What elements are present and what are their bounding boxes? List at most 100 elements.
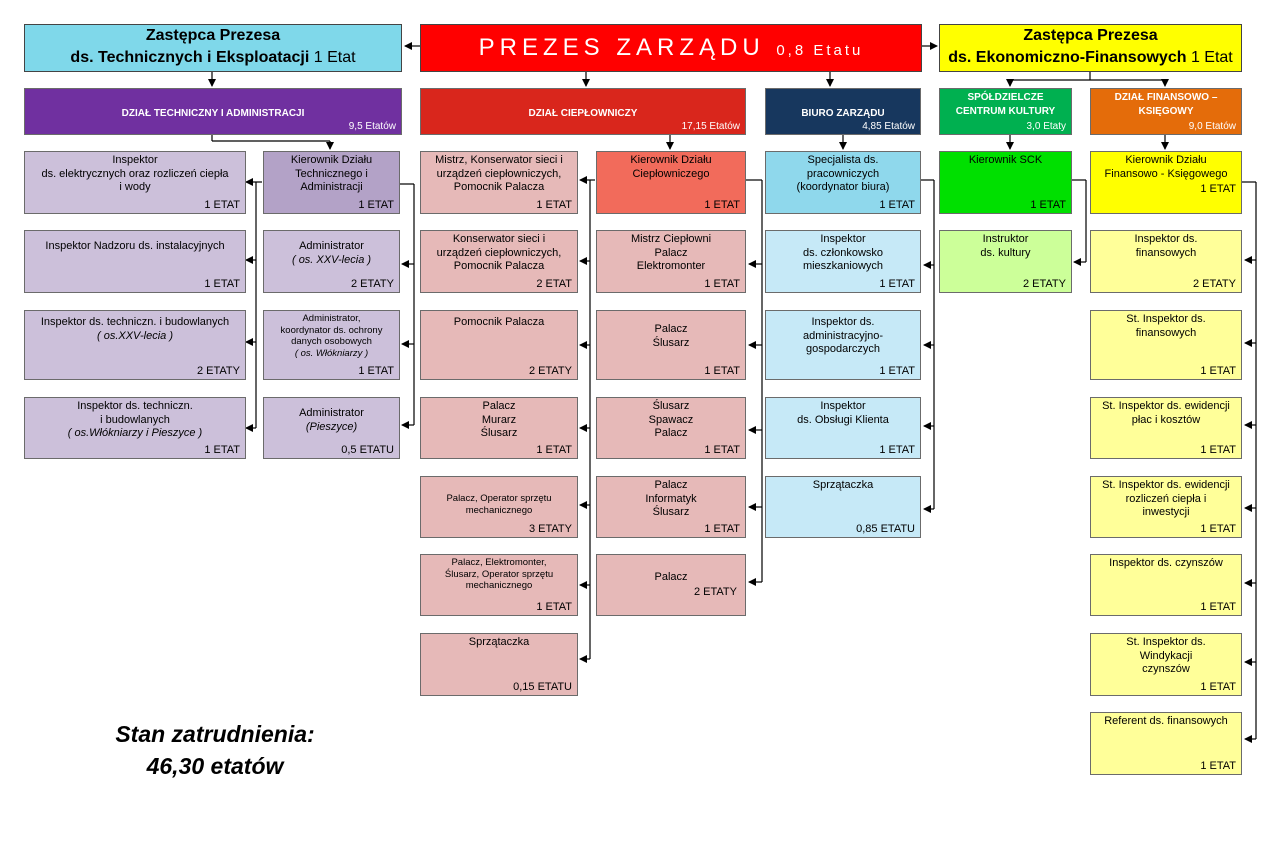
position-title: Sprzątaczka	[468, 636, 530, 648]
left-deputy-box: Zastępca Prezesa ds. Technicznych i Eksp…	[24, 24, 402, 72]
position-title: Instruktor ds. kultury	[980, 233, 1031, 259]
position-location: ( os. XXV-lecia )	[291, 253, 372, 266]
position-title: Palacz	[654, 571, 688, 583]
position-title: Administrator	[299, 240, 364, 252]
position-title: Palacz, Operator sprzętu mechanicznego	[446, 493, 552, 516]
staff-summary: Stan zatrudnienia: 46,30 etatów	[60, 718, 370, 782]
position-etat: 2 ETATY	[529, 364, 572, 377]
position-etat: 2 ETATY	[694, 585, 737, 598]
position-etat: 1 ETAT	[1200, 600, 1236, 613]
position-location: ( os.XXV-lecia )	[96, 329, 173, 342]
position-etat: 1 ETAT	[879, 364, 915, 377]
position-box: Kierownik Działu Technicznego i Administ…	[263, 151, 400, 214]
position-box: Palacz Ślusarz 1 ETAT	[596, 310, 746, 380]
position-box: Kierownik Działu Ciepłowniczego 1 ETAT	[596, 151, 746, 214]
sck-department-name: SPÓŁDZIELCZE CENTRUM KULTURY	[955, 92, 1056, 117]
position-title: Inspektor Nadzoru ds. instalacyjnych	[45, 240, 225, 252]
position-etat: 1 ETAT	[704, 443, 740, 456]
position-title: Inspektor ds. elektrycznych oraz rozlicz…	[41, 154, 229, 193]
position-title: Referent ds. finansowych	[1104, 715, 1228, 727]
position-box: Palacz, Elektromonter, Ślusarz, Operator…	[420, 554, 578, 616]
position-etat: 1 ETAT	[1200, 680, 1236, 693]
position-box: Administrator ( os. XXV-lecia ) 2 ETATY	[263, 230, 400, 293]
fin-department-name: DZIAŁ FINANSOWO – KSIĘGOWY	[1114, 92, 1218, 117]
position-etat: 1 ETAT	[204, 198, 240, 211]
position-etat: 1 ETAT	[536, 443, 572, 456]
position-title: Kierownik Działu Technicznego i Administ…	[290, 154, 373, 193]
position-etat: 1 ETAT	[358, 198, 394, 211]
position-box: Kierownik Działu Finansowo - Księgowego …	[1090, 151, 1242, 214]
position-etat: 1 ETAT	[536, 198, 572, 211]
tech-department-etat: 9,5 Etatów	[348, 120, 396, 132]
position-etat: 1 ETAT	[1200, 364, 1236, 377]
position-title: Specjalista ds. pracowniczych (koordynat…	[796, 154, 890, 193]
position-etat: 1 ETAT	[704, 522, 740, 535]
position-title: Mistrz, Konserwator sieci i urządzeń cie…	[435, 154, 563, 193]
summary-total: 46,30 etatów	[146, 753, 284, 779]
fin-department-header: DZIAŁ FINANSOWO – KSIĘGOWY 9,0 Etatów	[1090, 88, 1242, 135]
position-box: Pomocnik Palacza 2 ETATY	[420, 310, 578, 380]
fin-department-etat: 9,0 Etatów	[1188, 120, 1236, 132]
position-box: Inspektor Nadzoru ds. instalacyjnych 1 E…	[24, 230, 246, 293]
position-box: Palacz Informatyk Ślusarz 1 ETAT	[596, 476, 746, 538]
position-title: Inspektor ds. techniczn. i budowlanych	[40, 316, 230, 328]
position-box: Administrator (Pieszyce) 0,5 ETATU	[263, 397, 400, 459]
position-title: Administrator, koordynator ds. ochrony d…	[280, 313, 383, 347]
position-box: Inspektor ds. techniczn. i budowlanych (…	[24, 397, 246, 459]
position-etat: 2 ETAT	[536, 277, 572, 290]
position-title: Inspektor ds. finansowych	[1134, 233, 1198, 259]
left-deputy-line2: ds. Technicznych i Eksploatacji	[70, 49, 310, 66]
position-etat: 1 ETAT	[879, 198, 915, 211]
tech-department-name: DZIAŁ TECHNICZNY I ADMINISTRACJI	[121, 108, 305, 119]
position-box: Konserwator sieci i urządzeń ciepłownicz…	[420, 230, 578, 293]
position-title: Kierownik Działu Ciepłowniczego	[630, 154, 712, 180]
position-etat: 2 ETATY	[351, 277, 394, 290]
position-box: Inspektor ds. techniczn. i budowlanych (…	[24, 310, 246, 380]
right-deputy-line2: ds. Ekonomiczno-Finansowych	[948, 49, 1187, 66]
position-etat: 1 ETAT	[1200, 182, 1236, 195]
position-box: St. Inspektor ds. ewidencji rozliczeń ci…	[1090, 476, 1242, 538]
position-title: Inspektor ds. techniczn. i budowlanych	[77, 400, 193, 426]
position-box: Sprzątaczka 0,85 ETATU	[765, 476, 921, 538]
position-etat: 1 ETAT	[704, 364, 740, 377]
position-etat: 1 ETAT	[879, 277, 915, 290]
position-title: St. Inspektor ds. Windykacji czynszów	[1126, 636, 1206, 675]
position-title: Palacz Murarz Ślusarz	[480, 400, 518, 439]
position-etat: 2 ETATY	[197, 364, 240, 377]
position-etat: 0,15 ETATU	[513, 680, 572, 693]
position-box: Inspektor ds. elektrycznych oraz rozlicz…	[24, 151, 246, 214]
position-etat: 1 ETAT	[1200, 522, 1236, 535]
position-box: Mistrz Ciepłowni Palacz Elektromonter 1 …	[596, 230, 746, 293]
position-etat: 1 ETAT	[204, 277, 240, 290]
position-etat: 1 ETAT	[1030, 198, 1066, 211]
position-box: Inspektor ds. członkowsko mieszkaniowych…	[765, 230, 921, 293]
position-box: Palacz Murarz Ślusarz 1 ETAT	[420, 397, 578, 459]
position-box: St. Inspektor ds. finansowych 1 ETAT	[1090, 310, 1242, 380]
position-title: Palacz, Elektromonter, Ślusarz, Operator…	[444, 557, 554, 591]
right-deputy-etat: 1 Etat	[1190, 49, 1233, 66]
position-box: St. Inspektor ds. Windykacji czynszów 1 …	[1090, 633, 1242, 696]
position-title: Inspektor ds. członkowsko mieszkaniowych	[802, 233, 884, 272]
position-box: Palacz 2 ETATY	[596, 554, 746, 616]
position-box: Palacz, Operator sprzętu mechanicznego 3…	[420, 476, 578, 538]
position-location: ( os.Włókniarzy i Pieszyce )	[67, 427, 203, 439]
heat-department-header: DZIAŁ CIEPŁOWNICZY 17,15 Etatów	[420, 88, 746, 135]
position-box: Ślusarz Spawacz Palacz 1 ETAT	[596, 397, 746, 459]
position-title: Konserwator sieci i urządzeń ciepłownicz…	[436, 233, 562, 272]
sck-department-etat: 3,0 Etaty	[1026, 120, 1066, 132]
position-title: Palacz Ślusarz	[652, 323, 690, 349]
tech-department-header: DZIAŁ TECHNICZNY I ADMINISTRACJI 9,5 Eta…	[24, 88, 402, 135]
position-etat: 1 ETAT	[879, 443, 915, 456]
position-etat: 2 ETATY	[1023, 277, 1066, 290]
summary-label: Stan zatrudnienia:	[115, 721, 315, 747]
sck-department-header: SPÓŁDZIELCZE CENTRUM KULTURY 3,0 Etaty	[939, 88, 1072, 135]
position-etat: 3 ETATY	[529, 522, 572, 535]
position-location: ( os. Włókniarzy )	[294, 347, 369, 359]
position-title: Ślusarz Spawacz Palacz	[648, 400, 694, 439]
position-box: Inspektor ds. Obsługi Klienta 1 ETAT	[765, 397, 921, 459]
position-title: Kierownik Działu Finansowo - Księgowego	[1104, 154, 1228, 180]
president-etat: 0,8 Etatu	[776, 42, 864, 59]
position-etat: 0,85 ETATU	[856, 522, 915, 535]
position-title: St. Inspektor ds. ewidencji płac i koszt…	[1102, 400, 1230, 426]
